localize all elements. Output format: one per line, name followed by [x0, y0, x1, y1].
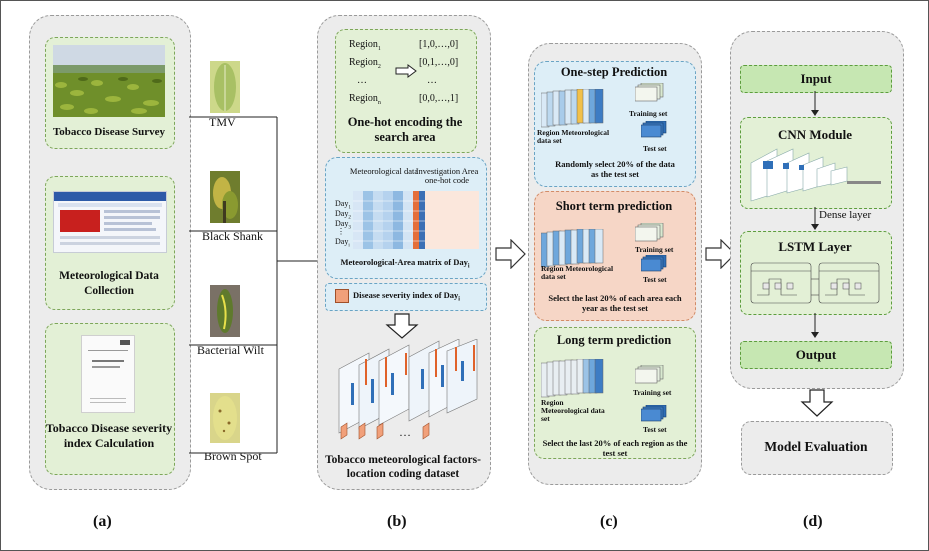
arrow-lstm-to-output: [811, 313, 819, 338]
cnn-module-title: CNN Module: [777, 127, 853, 142]
dataset-stack-graphic: [338, 339, 478, 434]
short-term-desc: Select the last 20% of each area each ye…: [548, 293, 682, 313]
long-term-title: Long term prediction: [556, 333, 672, 347]
long-term-train-label: Training set: [633, 388, 672, 397]
caption-b: (b): [387, 513, 407, 530]
website-screenshot-illustration: [54, 192, 166, 245]
severity-index-label: Tobacco Disease severity index Calculati…: [45, 421, 173, 450]
one-step-train-label: Training set: [629, 109, 668, 118]
one-step-test-label: Test set: [643, 144, 667, 153]
code-row-3: …: [427, 75, 437, 86]
short-term-title: Short term prediction: [555, 199, 673, 213]
short-term-train-icon: [635, 223, 664, 242]
document-illustration: [88, 340, 130, 403]
cnn-architecture-graphic: [750, 148, 881, 202]
arrow-b-to-c-icon: [495, 239, 526, 269]
leaf-tmv-image: [210, 61, 240, 113]
severity-swatch: [335, 289, 349, 303]
standard-document-image: [81, 335, 135, 413]
leaf-bacterial-wilt-image: [210, 285, 240, 337]
one-step-region-met-label: Region Meteorological data set: [537, 128, 610, 145]
one-step-title: One-step Prediction: [560, 65, 668, 79]
tobacco-field-image: [53, 45, 165, 117]
connector-lines-a: [189, 116, 326, 454]
matrix-label: Meteorological-Area matrix of Dayi: [340, 257, 470, 270]
short-term-region-met-label: Region Meteorological data set: [541, 264, 614, 281]
down-arrow-d-icon: [800, 389, 834, 417]
leaf-brown-spot-image: [210, 393, 240, 443]
down-arrow-b-icon: [385, 313, 419, 339]
region-row-2: Region2: [349, 57, 381, 70]
long-term-region-met-label: Region Meteorological data set: [541, 398, 605, 423]
dataset-dots: …: [399, 425, 411, 439]
lstm-cell-graphic: [750, 262, 880, 304]
caption-a: (a): [93, 513, 112, 530]
long-term-test-label: Test set: [643, 425, 667, 434]
long-term-test-icon: [641, 405, 667, 422]
one-step-train-icon: [635, 83, 664, 102]
one-hot-box: [335, 29, 477, 153]
disease-bacterial-wilt-label: Bacterial Wilt: [197, 343, 264, 357]
long-term-desc: Select the last 20% of each region as th…: [542, 438, 688, 458]
one-hot-title: One-hot encoding the search area: [347, 115, 463, 144]
dataset-label: Tobacco meteorological factors-location …: [325, 454, 481, 480]
long-term-dataset-graphic: [541, 359, 604, 398]
one-step-test-icon: [641, 121, 667, 138]
code-row-4: [0,0,…,1]: [419, 93, 459, 104]
disease-black-shank-label: Black Shank: [202, 229, 263, 243]
met-area-matrix-graphic: [353, 191, 479, 249]
caption-d: (d): [803, 513, 823, 530]
short-term-train-label: Training set: [635, 245, 674, 254]
input-box: Input: [740, 65, 892, 93]
inv-area-label: Investigation Area one-hot code: [415, 166, 479, 185]
arrow-input-to-cnn: [811, 91, 819, 116]
one-step-desc: Randomly select 20% of the data as the t…: [555, 159, 675, 179]
tobacco-field-illustration: [53, 45, 165, 117]
code-row-1: [1,0,…,0]: [419, 39, 459, 50]
arrow-c-to-d-icon: [705, 239, 736, 269]
code-row-2: [0,1,…,0]: [419, 57, 459, 68]
region-row-3: …: [357, 75, 367, 86]
severity-row-box: [325, 283, 487, 311]
short-term-dataset-graphic: [541, 229, 604, 268]
lstm-layer-box: [740, 231, 892, 315]
leaf-black-shank-image: [210, 171, 240, 223]
region-row-4: Regionn: [349, 93, 381, 106]
region-row-1: Region1: [349, 39, 381, 52]
survey-label: Tobacco Disease Survey: [52, 126, 166, 138]
weather-website-image: [53, 191, 167, 253]
long-term-train-icon: [635, 365, 664, 384]
short-term-test-label: Test set: [643, 275, 667, 284]
disease-tmv-label: TMV: [209, 115, 236, 129]
caption-c: (c): [600, 513, 618, 530]
short-term-test-icon: [641, 255, 667, 272]
severity-label: Disease severity index of Dayi: [353, 290, 460, 303]
severity-markers-graphic: [340, 422, 430, 440]
met-collection-label: Meteorological Data Collection: [59, 270, 159, 297]
encoding-arrow-icon: [395, 64, 417, 78]
model-evaluation-label: Model Evaluation: [764, 439, 868, 454]
lstm-layer-title: LSTM Layer: [778, 239, 852, 254]
one-step-dataset-graphic: [541, 89, 604, 128]
model-evaluation-box: [741, 421, 893, 475]
arrow-cnn-to-lstm: [811, 207, 819, 230]
dense-layer-label: Dense layer: [819, 209, 872, 221]
output-box: Output: [740, 341, 892, 369]
met-data-label: Meteorological data: [349, 166, 419, 176]
